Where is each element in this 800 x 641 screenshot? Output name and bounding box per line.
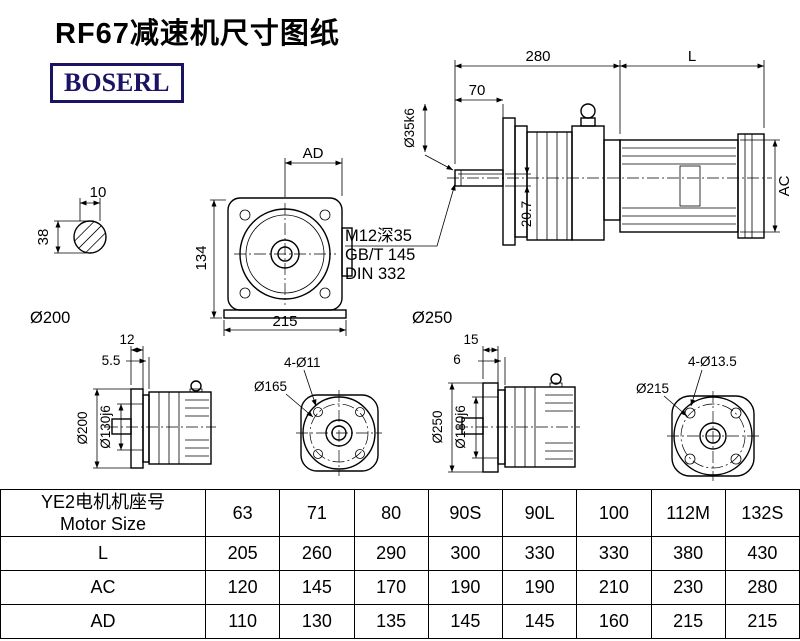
row-label-l: L: [0, 536, 206, 571]
cell: 280: [724, 570, 800, 605]
note-din: DIN 332: [345, 265, 406, 283]
cell: 170: [353, 570, 429, 605]
col-header-132s: 132S: [724, 489, 800, 537]
col-header-112m: 112M: [650, 489, 726, 537]
cell: 260: [279, 536, 355, 571]
cell: 215: [724, 604, 800, 639]
dim-shaft-width: 10: [90, 184, 107, 201]
dim-gap-55: 5.5: [102, 353, 121, 368]
dim-front-width: 215: [272, 313, 297, 330]
cell: 230: [650, 570, 726, 605]
label-diameter-200: Ø200: [30, 309, 70, 327]
dim-ac-label: AC: [776, 175, 793, 196]
dim-280: 280: [525, 48, 550, 65]
label-flange-od-200: Ø200: [75, 411, 90, 444]
row-label-ad: AD: [0, 604, 206, 639]
label-bolt-holes-135: 4-Ø13.5: [688, 354, 737, 369]
cell: 145: [279, 570, 355, 605]
cell: 135: [353, 604, 429, 639]
cell: 120: [204, 570, 281, 605]
dim-gap-6: 6: [453, 352, 461, 367]
cell: 145: [427, 604, 504, 639]
view-flange-front-large: 4-Ø13.5 Ø215: [636, 354, 759, 481]
cell: 300: [427, 536, 504, 571]
dim-shaft-height: 38: [35, 229, 52, 246]
cell: 110: [204, 604, 281, 639]
label-diameter-250: Ø250: [412, 309, 452, 327]
label-bolt-circle-165: Ø165: [254, 379, 287, 394]
dim-keyway: 20.7: [519, 201, 534, 227]
label-bolt-circle-215: Ø215: [636, 381, 669, 396]
cell: 190: [501, 570, 578, 605]
dim-flange-12: 12: [119, 332, 134, 347]
cell: 160: [576, 604, 652, 639]
label-bolt-holes-11: 4-Ø11: [284, 355, 321, 370]
note-tapped-hole: M12深35: [345, 226, 412, 245]
technical-drawing: 10 38 AD 134 215: [30, 48, 793, 481]
label-spigot-180: Ø180j6: [453, 405, 468, 449]
dim-ad-label: AD: [303, 145, 324, 162]
dim-front-height: 134: [193, 245, 210, 270]
label-spigot-130: Ø130j6: [98, 405, 113, 449]
dim-flange-15: 15: [463, 332, 478, 347]
col-header-80: 80: [353, 489, 429, 537]
cell: 215: [650, 604, 726, 639]
cell: 430: [724, 536, 800, 571]
col-header-90s: 90S: [427, 489, 504, 537]
motor-size-table: YE2电机机座号 Motor Size 63 71 80 90S 90L 100…: [0, 489, 800, 639]
cell: 330: [501, 536, 578, 571]
page-title: RF67减速机尺寸图纸: [55, 18, 340, 50]
col-header-90l: 90L: [501, 489, 578, 537]
brand-logo: BOSERL: [50, 63, 184, 103]
table-header-cn: YE2电机机座号: [40, 491, 166, 512]
view-shaft-section: 10 38: [35, 184, 107, 254]
cell: 190: [427, 570, 504, 605]
cell: 210: [576, 570, 652, 605]
view-flange-front-small: 4-Ø11 Ø165: [254, 355, 382, 476]
col-header-71: 71: [279, 489, 355, 537]
cell: 130: [279, 604, 355, 639]
row-label-ac: AC: [0, 570, 206, 605]
view-front: AD 134 215 Ø200: [30, 145, 353, 336]
table-row-ac: AC 120 145 170 190 190 210 230 280: [0, 570, 800, 605]
note-gbt: GB/T 145: [345, 246, 415, 264]
table-header-en: Motor Size: [59, 514, 147, 534]
col-header-63: 63: [204, 489, 281, 537]
brand-logo-text: BOSERL: [64, 68, 170, 97]
table-header-motor-size: YE2电机机座号 Motor Size: [0, 489, 206, 537]
cell: 380: [650, 536, 726, 571]
table-row-l: L 205 260 290 300 330 330 380 430: [0, 536, 800, 571]
view-flange-side-large: 15 6 Ø250 Ø180j6: [430, 332, 580, 473]
cell: 145: [501, 604, 578, 639]
label-flange-od-250: Ø250: [430, 410, 445, 443]
cell: 290: [353, 536, 429, 571]
cell: 330: [576, 536, 652, 571]
view-flange-side-small: 12 5.5 Ø200 Ø130j6: [75, 332, 216, 469]
table-row-ad: AD 110 130 135 145 145 160 215 215: [0, 604, 800, 639]
table-header-row: YE2电机机座号 Motor Size 63 71 80 90S 90L 100…: [0, 489, 800, 537]
dim-70: 70: [469, 82, 486, 99]
dim-l: L: [688, 48, 696, 65]
view-side: 280 L 70 Ø35k6 M12深35 GB/T 145 DIN 332 2…: [345, 48, 793, 327]
label-shaft-diameter: Ø35k6: [402, 108, 417, 148]
col-header-100: 100: [576, 489, 652, 537]
cell: 205: [204, 536, 281, 571]
